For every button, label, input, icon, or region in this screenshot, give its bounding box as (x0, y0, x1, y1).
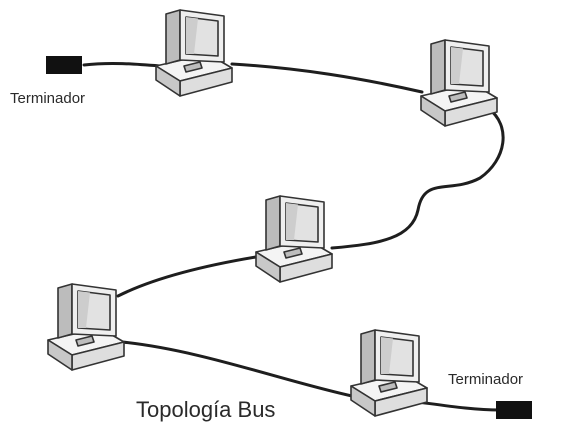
computer-icon-5 (350, 329, 428, 417)
terminator-icon-left (46, 56, 82, 74)
bus-cable-segment-3 (116, 254, 264, 298)
computer-icon-2 (420, 39, 498, 127)
computer-icon-4 (47, 283, 125, 371)
terminator-icon-right (496, 401, 532, 419)
diagram-title: Topología Bus (136, 397, 275, 422)
bus-cable-segment-1 (230, 62, 424, 94)
bus-cable-right-terminator (416, 400, 502, 412)
terminator-label-left: Terminador (10, 90, 85, 107)
computer-icon-1 (155, 9, 233, 97)
bus-cable-left-terminator (82, 61, 162, 68)
terminator-label-right: Terminador (448, 371, 523, 388)
bus-cable-segment-2 (330, 106, 505, 250)
computer-icon-3 (255, 195, 333, 283)
bus-cable-segment-4 (120, 340, 354, 398)
